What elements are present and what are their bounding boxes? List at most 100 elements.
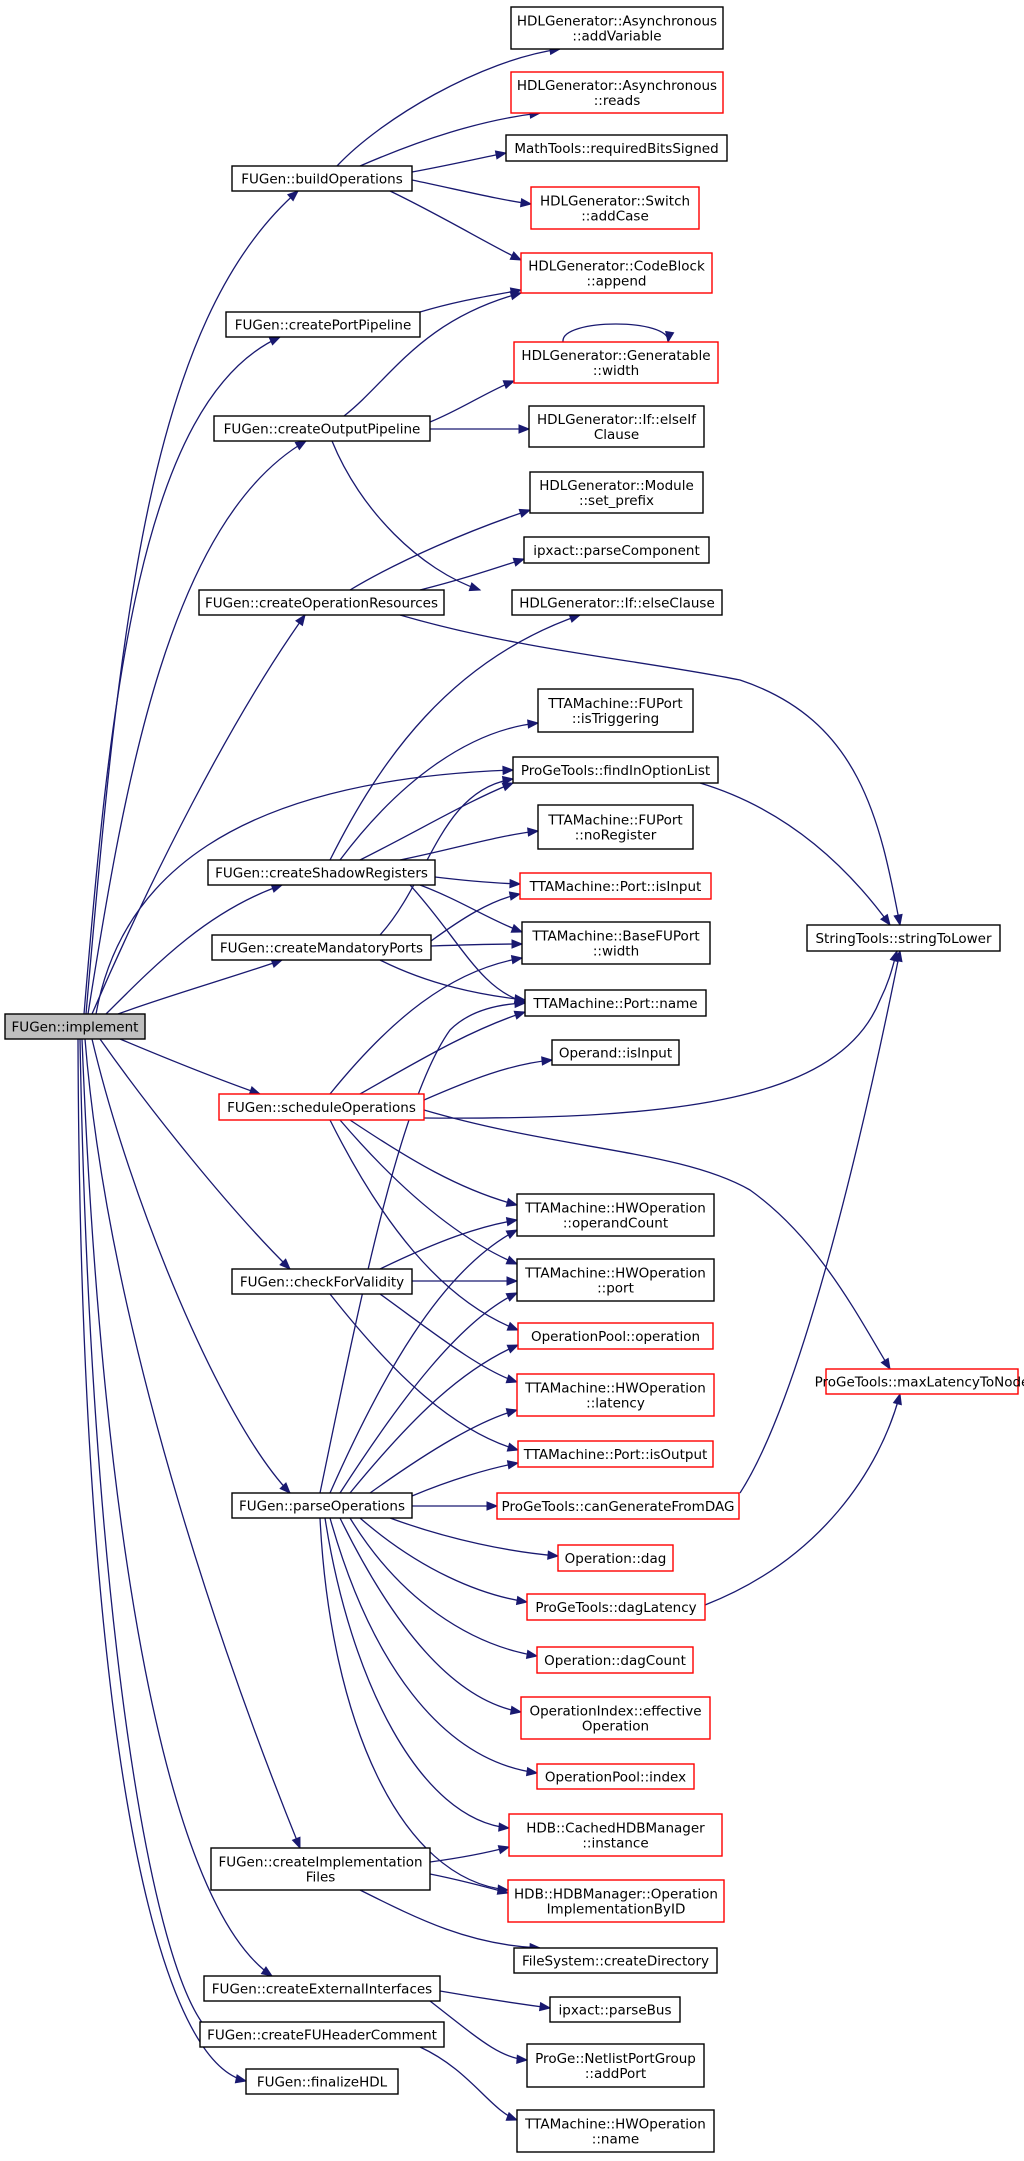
node-parseOperations[interactable]: FUGen::parseOperations [231,1492,413,1519]
node-maxLatency[interactable]: ProGeTools::maxLatencyToNode [815,1368,1024,1395]
call-edge-buildOperations-to-addCase [411,179,532,205]
node-label: HDB::CachedHDBManager [526,1821,705,1837]
node-box [516,1193,715,1237]
node-box [516,2109,715,2153]
node-requiredBitsSigned[interactable]: MathTools::requiredBitsSigned [505,134,728,162]
node-findInOptionList[interactable]: ProGeTools::findInOptionList [512,756,719,784]
node-addPort[interactable]: ProGe::NetlistPortGroup::addPort [526,2043,705,2088]
node-isOutput[interactable]: TTAMachine::Port::isOutput [517,1440,714,1468]
node-addCase[interactable]: HDLGenerator::Switch::addCase [530,186,700,230]
edge-arrowhead [511,939,524,949]
call-edge-createMandatoryPorts-to-isInputPort [430,893,521,942]
node-canGenerate[interactable]: ProGeTools::canGenerateFromDAG [496,1492,740,1520]
node-createExternalInterfaces[interactable]: FUGen::createExternalInterfaces [203,1975,441,2002]
node-createPortPipeline[interactable]: FUGen::createPortPipeline [225,311,421,338]
edge-arrowhead [502,380,516,390]
node-box [510,71,724,114]
node-box [210,1847,431,1891]
edge-arrowhead [291,1836,301,1850]
node-buildOperations[interactable]: FUGen::buildOperations [231,165,413,192]
node-stringToLower[interactable]: StringTools::stringToLower [806,924,1001,952]
node-dagLatency[interactable]: ProGeTools::dagLatency [526,1593,706,1621]
edge-arrowhead [502,765,515,776]
call-edge-createShadowRegisters-to-isTriggering [339,722,539,861]
node-portName[interactable]: TTAMachine::Port::name [524,989,707,1017]
call-edge-createImplementationFiles-to-createDirectory [359,1889,541,1949]
edge-arrowhead [295,613,306,627]
node-isInputPort[interactable]: TTAMachine::Port::isInput [519,872,712,900]
node-implement[interactable]: FUGen::implement [4,1013,146,1040]
node-box [508,1813,723,1857]
node-operandCount[interactable]: TTAMachine::HWOperation::operandCount [516,1193,715,1237]
call-edge-createShadowRegisters-to-portName [409,884,526,1003]
node-createFUHeaderComment[interactable]: FUGen::createFUHeaderComment [199,2021,445,2048]
node-createMandatoryPorts[interactable]: FUGen::createMandatoryPorts [211,934,432,961]
call-edge-parseOperations-to-latency [369,1409,518,1494]
node-opImplById[interactable]: HDB::HDBManager::OperationImplementation… [507,1879,725,1923]
call-edge-implement-to-createOperationResources [91,614,306,1015]
node-parseBus[interactable]: ipxact::parseBus [549,1996,681,2023]
node-box [213,415,431,442]
node-setPrefix[interactable]: HDLGenerator::Module::set_prefix [529,471,704,514]
edge-arrowhead [509,878,522,889]
node-box [203,1975,441,2002]
call-edge-genWidth-to-genWidth [562,323,669,343]
node-checkForValidity[interactable]: FUGen::checkForValidity [231,1268,413,1295]
call-edge-checkForValidity-to-isOutput [329,1293,519,1451]
node-cachedInstance[interactable]: HDB::CachedHDBManager::instance [508,1813,723,1857]
edge-arrowhead [506,1344,520,1354]
call-edge-createOperationResources-to-setPrefix [349,509,531,591]
node-append[interactable]: HDLGenerator::CodeBlock::append [520,252,713,294]
edge-arrowhead [294,440,308,451]
node-operandIsInput[interactable]: Operand::isInput [551,1039,680,1066]
node-label: FUGen::implement [12,1020,139,1036]
call-edge-parseOperations-to-portName [319,1002,526,1494]
call-edge-parseOperations-to-poolIndex [329,1517,538,1774]
node-poolOperation[interactable]: OperationPool::operation [517,1322,714,1350]
node-hwPort[interactable]: TTAMachine::HWOperation::port [516,1258,715,1302]
node-poolIndex[interactable]: OperationPool::index [536,1763,695,1790]
call-edge-createOperationResources-to-stringToLower [399,614,901,926]
node-createDirectory[interactable]: FileSystem::createDirectory [513,1947,718,1974]
node-isTriggering[interactable]: TTAMachine::FUPort::isTriggering [537,688,694,733]
call-edge-checkForValidity-to-latency [379,1293,518,1383]
edge-arrowhead [505,1217,519,1227]
node-box [513,341,719,384]
node-parseComponent[interactable]: ipxact::parseComponent [523,536,710,564]
edge-arrowhead [509,1705,523,1715]
node-hwName[interactable]: TTAMachine::HWOperation::name [516,2109,715,2153]
call-edge-parseOperations-to-cachedInstance [324,1517,510,1829]
node-finalizeHDL[interactable]: FUGen::finalizeHDL [245,2068,399,2095]
node-elseClause[interactable]: HDLGenerator::If::elseClause [511,589,723,616]
node-dagCount[interactable]: Operation::dagCount [536,1646,694,1674]
node-latency[interactable]: TTAMachine::HWOperation::latency [516,1373,715,1417]
node-box [537,688,694,733]
node-baseWidth[interactable]: TTAMachine::BaseFUPort::width [521,921,711,965]
node-label: ::operandCount [563,1216,668,1232]
node-createShadowRegisters[interactable]: FUGen::createShadowRegisters [207,859,436,886]
node-genWidth[interactable]: HDLGenerator::Generatable::width [513,341,719,384]
node-createOutputPipeline[interactable]: FUGen::createOutputPipeline [213,415,431,442]
node-label: FUGen::scheduleOperations [227,1100,416,1116]
node-label: Operation [582,1719,649,1735]
edge-arrowhead [525,1649,539,1659]
node-box [225,311,421,338]
node-label: ::name [592,2132,639,2148]
call-edge-buildOperations-to-requiredBitsSigned [411,152,507,173]
node-createOperationResources[interactable]: FUGen::createOperationResources [198,589,445,616]
node-label: TTAMachine::HWOperation [524,2117,706,2133]
edge-arrowhead [893,949,903,963]
node-box [207,859,436,886]
node-scheduleOperations[interactable]: FUGen::scheduleOperations [218,1093,425,1121]
edge-arrowhead [505,1255,519,1265]
node-label: FUGen::finalizeHDL [257,2075,388,2091]
node-addVariable[interactable]: HDLGenerator::Asynchronous::addVariable [510,6,724,50]
edge-arrowhead [525,1766,539,1777]
node-label: TTAMachine::BaseFUPort [531,929,699,945]
node-noRegister[interactable]: TTAMachine::FUPort::noRegister [537,804,694,850]
node-reads[interactable]: HDLGenerator::Asynchronous::reads [510,71,724,114]
node-dag[interactable]: Operation::dag [557,1544,674,1572]
